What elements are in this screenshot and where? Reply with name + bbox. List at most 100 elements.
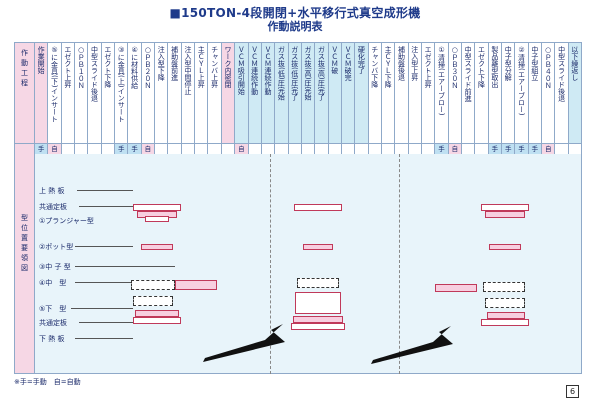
mode-cell: 手 [528, 144, 543, 154]
leader-line [75, 338, 133, 339]
leader-line [75, 266, 175, 267]
mode-cell: 自 [542, 144, 556, 154]
step-label: 主ＣＹＬ上昇 [197, 46, 206, 88]
step-label: 中型スライド前進 [464, 46, 473, 102]
label-common-lower: 共通定板 [39, 319, 67, 327]
mold-position-diagram: 型位置要領図 上 熱 板 共通定板 ①プランジャー型 ②ポット型 ③中 子 型 … [14, 154, 582, 374]
mode-cell [262, 144, 276, 154]
step-column: ガス抜(低)圧完始 [275, 43, 289, 143]
step-column: 作業開始 [35, 43, 49, 143]
step-column: 主ＣＹＬ上昇 [195, 43, 209, 143]
upper-common-plate [133, 204, 181, 211]
mode-cell [275, 144, 289, 154]
step-column: ④に材料供給 [128, 43, 142, 143]
step-column: 注入型下降 [155, 43, 169, 143]
page-number: 6 [566, 385, 579, 398]
step-column: 主ＣＹＬ下降 [382, 43, 396, 143]
upper-common-plate [481, 204, 529, 211]
mode-cell: 自 [235, 144, 249, 154]
step-label: 補助盤前進 [170, 46, 179, 81]
step-column: 中子型組立 [529, 43, 543, 143]
mode-cell [475, 144, 489, 154]
step-label: ガス抜(低)圧完始 [277, 46, 286, 101]
step-column: ○ＰＢ２０Ｎ [142, 43, 156, 143]
step-column: 中型スライド前進 [462, 43, 476, 143]
step-label: 中子型組立 [530, 46, 539, 81]
step-column: エゼクト上昇 [62, 43, 76, 143]
leader-line [77, 190, 133, 191]
mode-cell [342, 144, 356, 154]
step-column: チャンバ下降 [369, 43, 382, 143]
arrow-shape [203, 324, 285, 362]
step-label: エゼクト上昇 [63, 46, 72, 88]
step-label: ⑤に金具(下)インサート [50, 46, 59, 123]
step-column: 中型スライド後退 [555, 43, 569, 143]
mode-cell: 手 [502, 144, 516, 154]
step-column: ○ＰＢ１０Ｎ [75, 43, 89, 143]
mode-cell [208, 144, 222, 154]
step-label: ○ＰＢ１０Ｎ [77, 46, 86, 89]
plunger-mold [145, 216, 169, 222]
leader-line [79, 322, 133, 323]
step-column: ＶＣＭ破完 [341, 43, 356, 143]
core-mold [175, 280, 217, 290]
mode-cells: 手自手手自自手自手手手手自 [35, 144, 581, 154]
mode-cell: 自 [448, 144, 462, 154]
step-label: 補助盤後退 [397, 46, 406, 81]
step-label: ＶＣＭ吸引開始 [237, 46, 246, 95]
step-label: 注入型下降 [157, 46, 166, 81]
divider [270, 154, 271, 374]
mode-cell [182, 144, 196, 154]
mode-cell [289, 144, 302, 154]
step-label: 以下繰返し [570, 46, 579, 81]
label-common-upper: 共通定板 [39, 203, 67, 211]
mode-cell [222, 144, 236, 154]
step-label: ④に材料供給 [130, 46, 139, 89]
document-subtitle: 作動説明表 [267, 20, 323, 33]
step-column: ○ＰＢ４０Ｎ [542, 43, 556, 143]
mode-cell [409, 144, 422, 154]
arrow-shape [371, 326, 453, 364]
step-column: 中型スライド後退 [88, 43, 102, 143]
step-label: 中子型分解 [504, 46, 513, 81]
upper-hot-plate [485, 211, 525, 218]
step-column: 補助盤後退 [395, 43, 409, 143]
lower-mold [133, 296, 173, 306]
step-column: チャンバ上昇 [208, 43, 222, 143]
step-column: 製品離型取出 [489, 43, 503, 143]
pot-mold [489, 244, 521, 250]
step-label: ガス抜(高)圧完了 [317, 46, 326, 101]
middle-mold [483, 282, 525, 292]
process-row-label: 作動工程 [15, 43, 35, 143]
lower-common-plate [291, 323, 345, 330]
pot-mold [303, 244, 333, 250]
step-column: 以下繰返し [568, 43, 582, 143]
step-column: エゼクト上昇 [422, 43, 436, 143]
divider [399, 154, 400, 374]
mode-cell [395, 144, 409, 154]
label-core: ③中 子 型 [39, 263, 71, 271]
step-column: ガス抜(高)圧完始 [301, 43, 316, 143]
middle-mold [131, 280, 175, 290]
step-label: 主ＣＹＬ下降 [384, 46, 393, 88]
mode-cell [315, 144, 329, 154]
step-label: ○ＰＢ３０Ｎ [450, 46, 459, 89]
mode-cell [62, 144, 76, 154]
step-column: エゼクト下降 [102, 43, 116, 143]
mode-cell [88, 144, 102, 154]
step-label: ○ＰＢ４０Ｎ [544, 46, 553, 89]
pot-mold [141, 244, 173, 250]
step-column: ＶＣＭ破 [328, 43, 342, 143]
step-label: ①清掃(エアーブロー) [437, 46, 446, 116]
step-label: 注入型上昇 [410, 46, 419, 81]
mode-cell [195, 144, 209, 154]
mode-cell [329, 144, 342, 154]
mode-cell [155, 144, 169, 154]
mode-cell: 手 [35, 144, 49, 154]
step-label: エゼクト上昇 [424, 46, 433, 88]
step-label: 製品離型取出 [490, 46, 499, 88]
mode-cell [168, 144, 182, 154]
leader-line [79, 206, 133, 207]
footnote: ※手=手動 自=自動 [14, 378, 81, 386]
